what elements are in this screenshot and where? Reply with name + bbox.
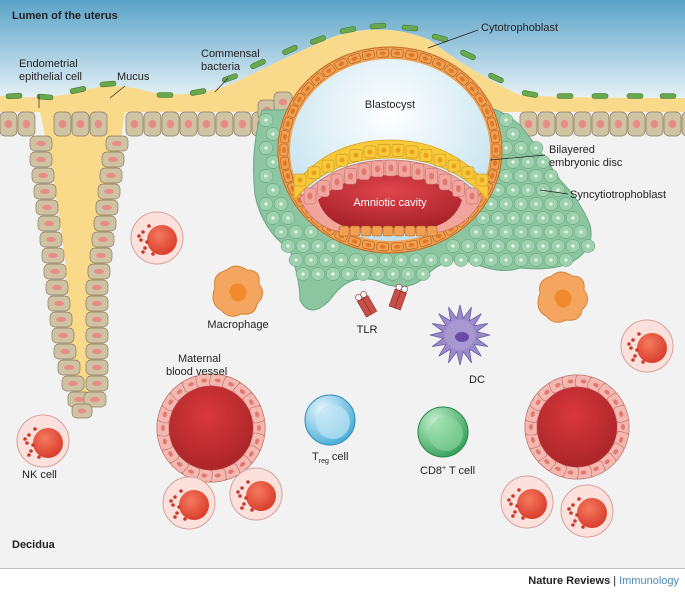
label-commensal: Commensal: [201, 48, 260, 60]
nk-cell-icon: [620, 319, 674, 373]
label-mucus: Mucus: [117, 71, 150, 83]
label-commensal-2: bacteria: [201, 61, 241, 73]
journal-name: Nature Reviews: [528, 575, 611, 587]
label-cytotrophoblast: Cytotrophoblast: [481, 22, 558, 34]
nk-cell-icon: [16, 414, 70, 468]
bilayered-embryonic-disc: [293, 139, 489, 237]
uterine-lumen: [0, 0, 685, 98]
blood-vessel-icon: [156, 373, 266, 483]
dendritic-cell-icon: [429, 304, 491, 366]
nk-cell-icon: [162, 476, 216, 530]
leader-lines: [38, 29, 569, 195]
label-maternal: Maternal: [178, 353, 221, 365]
label-macrophage: Macrophage: [207, 319, 268, 331]
label-dc: DC: [469, 374, 485, 386]
label-bilayered-2: embryonic disc: [549, 157, 623, 169]
label-treg: Treg cell: [312, 451, 348, 465]
label-endometrial-2: epithelial cell: [19, 71, 82, 83]
nk-cell-icon: [560, 484, 614, 538]
label-lumen: Lumen of the uterus: [12, 10, 118, 22]
journal-credit: Nature Reviews|Immunology: [528, 575, 679, 587]
label-maternal-2: blood vessel: [166, 366, 227, 378]
nk-cell-icon: [500, 475, 554, 529]
label-blastocyst: Blastocyst: [365, 99, 415, 111]
label-amniotic: Amniotic cavity: [353, 197, 427, 209]
label-cd8: CD8+ T cell: [420, 465, 475, 477]
nk-cell-icon: [229, 467, 283, 521]
syncytio-cells: [258, 113, 596, 281]
cd8-t-cell-icon: [417, 406, 469, 458]
journal-subject: Immunology: [619, 575, 679, 587]
label-nk: NK cell: [22, 469, 57, 481]
macrophage-icon: [537, 271, 588, 323]
footer: Nature Reviews|Immunology: [0, 568, 685, 593]
bacteria-icon: [5, 22, 677, 101]
label-bilayered: Bilayered: [549, 144, 595, 156]
blood-vessel-icon: [524, 374, 630, 480]
label-endometrial: Endometrial: [19, 58, 78, 70]
treg-cell-icon: [304, 394, 356, 446]
nk-cell-icon: [130, 211, 184, 265]
label-tlr: TLR: [357, 324, 378, 336]
tlr-receptor-icon: [355, 283, 408, 318]
macrophage-icon: [212, 265, 263, 317]
label-syncytiotrophoblast: Syncytiotrophoblast: [570, 189, 666, 201]
journal-separator: |: [613, 575, 617, 587]
label-decidua: Decidua: [12, 539, 56, 551]
